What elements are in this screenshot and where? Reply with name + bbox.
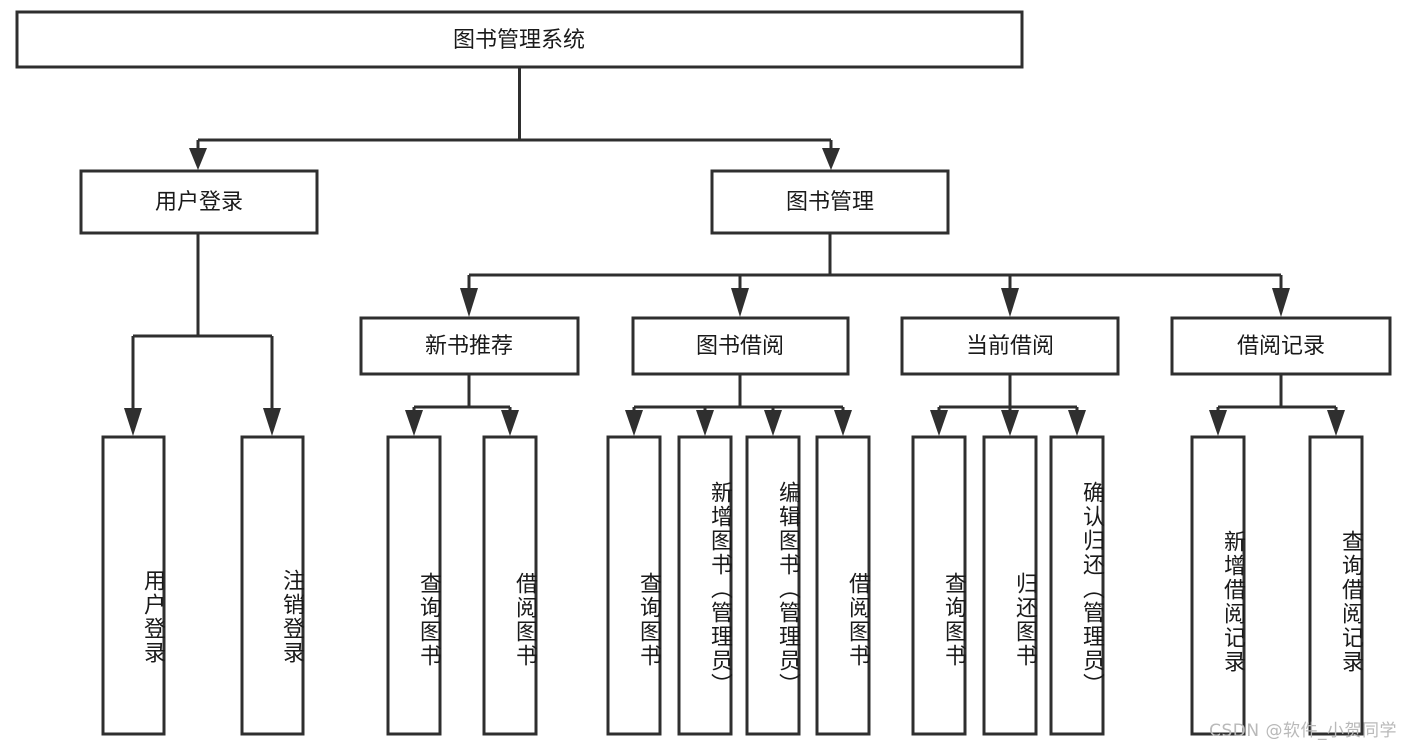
arrow-head-br-leaf-1 bbox=[1209, 410, 1227, 436]
current-borrow-box[interactable] bbox=[900, 316, 1120, 376]
borrow-record-box[interactable] bbox=[1170, 316, 1392, 376]
borrow-record-label: 借阅记录 bbox=[1237, 334, 1325, 359]
book-borrow-box[interactable] bbox=[631, 316, 850, 376]
book-manage-label: 图书管理 bbox=[786, 190, 874, 215]
arrow-head-cb-leaf-1 bbox=[930, 410, 948, 436]
connectors-bookborrow-to-leaves bbox=[625, 374, 852, 436]
arrow-head-nb-leaf-1 bbox=[405, 410, 423, 436]
connectors-newbook-to-leaves bbox=[405, 374, 519, 436]
node-book-manage[interactable]: 图书管理 bbox=[710, 169, 950, 235]
arrow-head-to-user-login bbox=[189, 148, 207, 170]
arrow-head-leaf-logout bbox=[263, 408, 281, 436]
arrow-head-nb-leaf-2 bbox=[501, 410, 519, 436]
leaf-boxes bbox=[101, 435, 1364, 736]
arrow-head-br-leaf-2 bbox=[1327, 410, 1345, 436]
new-book-recommend-label: 新书推荐 bbox=[425, 334, 513, 359]
leaf-box-confirm-return-admin[interactable] bbox=[1049, 435, 1105, 736]
leaf-box-edit-book-admin[interactable] bbox=[745, 435, 801, 736]
connectors-currentborrow-to-leaves bbox=[930, 374, 1086, 436]
new-book-recommend-box[interactable] bbox=[359, 316, 580, 376]
arrow-head-to-book-borrow bbox=[731, 288, 749, 317]
leaf-box-query-book-cb[interactable] bbox=[911, 435, 967, 736]
node-current-borrow[interactable]: 当前借阅 bbox=[900, 316, 1120, 376]
connectors-bookmanage-to-level2 bbox=[460, 233, 1290, 317]
book-borrow-label: 图书借阅 bbox=[696, 334, 784, 359]
arrow-head-to-borrow-record bbox=[1272, 288, 1290, 317]
connectors-borrowrecord-to-leaves bbox=[1209, 374, 1345, 436]
connectors-root-to-level1 bbox=[189, 67, 840, 170]
csdn-watermark: CSDN @软件_小贺同学 bbox=[1209, 721, 1397, 741]
arrow-head-to-book-manage bbox=[822, 148, 840, 170]
connectors-userlogin-to-leaves bbox=[124, 233, 281, 436]
leaf-box-query-book-bb[interactable] bbox=[606, 435, 662, 736]
leaf-box-return-book[interactable] bbox=[982, 435, 1038, 736]
leaf-box-query-book-nb[interactable] bbox=[386, 435, 442, 736]
leaf-box-add-book-admin[interactable] bbox=[677, 435, 733, 736]
book-manage-box[interactable] bbox=[710, 169, 950, 235]
arrow-head-bb-leaf-2 bbox=[696, 410, 714, 436]
user-login-box[interactable] bbox=[79, 169, 319, 235]
node-new-book-recommend[interactable]: 新书推荐 bbox=[359, 316, 580, 376]
leaf-box-query-borrow-record[interactable] bbox=[1308, 435, 1364, 736]
arrow-head-leaf-user-login bbox=[124, 408, 142, 436]
user-login-label: 用户登录 bbox=[155, 190, 243, 215]
root-box[interactable] bbox=[15, 10, 1024, 69]
node-root-system[interactable]: 图书管理系统 bbox=[15, 10, 1024, 69]
leaf-box-user-login[interactable] bbox=[101, 435, 166, 736]
root-label: 图书管理系统 bbox=[453, 28, 585, 53]
arrow-head-bb-leaf-4 bbox=[834, 410, 852, 436]
leaf-box-borrow-book-nb[interactable] bbox=[482, 435, 538, 736]
leaf-box-add-borrow-record[interactable] bbox=[1190, 435, 1246, 736]
arrow-head-cb-leaf-2 bbox=[1001, 410, 1019, 436]
node-book-borrow[interactable]: 图书借阅 bbox=[631, 316, 850, 376]
arrow-head-cb-leaf-3 bbox=[1068, 410, 1086, 436]
leaf-box-logout[interactable] bbox=[240, 435, 305, 736]
arrow-head-bb-leaf-3 bbox=[764, 410, 782, 436]
leaf-box-borrow-book-bb[interactable] bbox=[815, 435, 871, 736]
node-borrow-record[interactable]: 借阅记录 bbox=[1170, 316, 1392, 376]
arrow-head-to-current-borrow bbox=[1001, 288, 1019, 317]
current-borrow-label: 当前借阅 bbox=[966, 334, 1054, 359]
arrow-head-to-new-book bbox=[460, 288, 478, 317]
arrow-head-bb-leaf-1 bbox=[625, 410, 643, 436]
node-user-login[interactable]: 用户登录 bbox=[79, 169, 319, 235]
